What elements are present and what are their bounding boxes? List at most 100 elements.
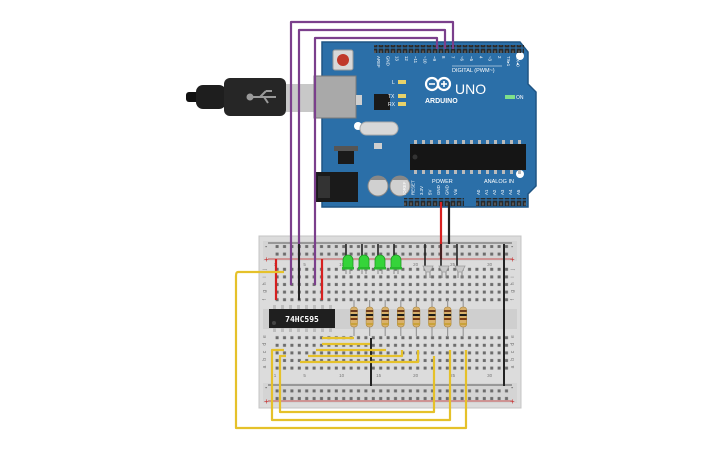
led-green-lit[interactable] bbox=[358, 254, 370, 274]
analog-pin-header[interactable] bbox=[476, 198, 526, 206]
column-number: 10 bbox=[339, 373, 345, 378]
wire-purple-latch[interactable] bbox=[297, 28, 447, 285]
column-number: 20 bbox=[413, 373, 419, 378]
digital-pin-header[interactable] bbox=[374, 45, 524, 53]
row-letter: d bbox=[510, 343, 516, 346]
rail-plus-label: + bbox=[264, 397, 269, 406]
led-green-lit[interactable] bbox=[342, 254, 354, 274]
column-number: 30 bbox=[487, 373, 493, 378]
usb-icon bbox=[246, 90, 276, 104]
led-tx-label: TX bbox=[388, 94, 395, 100]
power-analog-pin-label: A1 bbox=[484, 189, 489, 195]
row-letter: c bbox=[510, 350, 516, 353]
resistor[interactable] bbox=[365, 300, 374, 336]
digital-pin-label: RX◂0 bbox=[516, 56, 521, 67]
led-rx-label: RX bbox=[388, 102, 396, 108]
rail-plus-label: + bbox=[510, 397, 515, 406]
led-off[interactable] bbox=[422, 265, 434, 278]
resistor[interactable] bbox=[459, 300, 468, 336]
resistor[interactable] bbox=[396, 300, 405, 336]
digital-pin-label: ~3 bbox=[488, 56, 493, 62]
led-green-lit[interactable] bbox=[374, 254, 386, 274]
row-letter: f bbox=[510, 298, 516, 300]
row-letter: i bbox=[262, 276, 268, 277]
digital-pin-label: ~10 bbox=[423, 56, 428, 64]
power-led bbox=[505, 95, 515, 99]
power-analog-pin-label: A3 bbox=[500, 189, 505, 195]
row-letter: i bbox=[510, 276, 516, 277]
column-number: 5 bbox=[303, 373, 306, 378]
row-letter: j bbox=[510, 269, 516, 271]
row-letter: c bbox=[262, 350, 268, 353]
power-analog-pin-label: A4 bbox=[508, 189, 513, 195]
digital-pin-label: 2 bbox=[497, 56, 502, 59]
terminal-strip-top[interactable] bbox=[272, 266, 510, 304]
led-off[interactable] bbox=[454, 265, 466, 278]
brand-label: ARDUINO bbox=[425, 98, 458, 105]
wire-yellow-qe[interactable] bbox=[308, 350, 404, 358]
digital-pin-label: TX▸1 bbox=[506, 56, 511, 67]
column-number: 10 bbox=[339, 262, 345, 267]
power-analog-pin-label: GND bbox=[445, 185, 450, 195]
resistor[interactable] bbox=[443, 300, 452, 336]
column-number: 15 bbox=[376, 373, 382, 378]
wire-purple-data[interactable] bbox=[289, 20, 455, 285]
digital-pin-label: AREF bbox=[376, 56, 381, 68]
row-letter: e bbox=[510, 335, 516, 338]
row-letter: b bbox=[510, 358, 516, 361]
power-analog-pin-label: 5V bbox=[428, 190, 433, 195]
column-number: 25 bbox=[450, 373, 456, 378]
column-number: 5 bbox=[303, 262, 306, 267]
power-rail-bottom[interactable] bbox=[272, 387, 510, 401]
atmega-microcontroller bbox=[410, 140, 526, 174]
power-analog-pin-label: A0 bbox=[476, 189, 481, 195]
power-header-label: POWER bbox=[432, 179, 453, 185]
row-letter: g bbox=[262, 290, 268, 293]
mounting-hole bbox=[516, 52, 524, 60]
led-off[interactable] bbox=[438, 265, 450, 278]
arduino-logo bbox=[424, 76, 452, 92]
row-letter: h bbox=[262, 282, 268, 285]
digital-header-label: DIGITAL (PWM~) bbox=[452, 68, 495, 74]
row-letter: e bbox=[262, 335, 268, 338]
wire-yellow-qd[interactable] bbox=[300, 350, 420, 364]
shift-register-chip[interactable]: 74HC595 bbox=[269, 305, 335, 332]
digital-pin-label: 13 bbox=[395, 56, 400, 61]
analog-header-label: ANALOG IN bbox=[484, 179, 514, 185]
power-pin-header[interactable] bbox=[404, 198, 464, 206]
row-letter: a bbox=[262, 365, 268, 368]
power-analog-pin-label: IOREF bbox=[402, 181, 407, 195]
column-number: 30 bbox=[487, 262, 493, 267]
reset-button[interactable] bbox=[332, 49, 354, 71]
wire-yellow-qc[interactable] bbox=[278, 354, 436, 414]
power-analog-pin-label: GND bbox=[436, 185, 441, 195]
resistor[interactable] bbox=[412, 300, 421, 336]
rail-minus-label: - bbox=[511, 385, 514, 392]
led-green-lit[interactable] bbox=[390, 254, 402, 274]
resistor[interactable] bbox=[381, 300, 390, 336]
power-analog-pin-label: A5 bbox=[516, 189, 521, 195]
voltage-regulator bbox=[338, 150, 354, 164]
row-letter: j bbox=[262, 269, 268, 271]
row-letter: f bbox=[262, 298, 268, 300]
led-ground-legs bbox=[345, 244, 458, 268]
power-rail-top[interactable] bbox=[272, 245, 510, 259]
rail-plus-label: + bbox=[264, 255, 269, 264]
wires bbox=[234, 20, 505, 430]
row-letter: h bbox=[510, 282, 516, 285]
terminal-strip-bottom[interactable] bbox=[272, 334, 510, 372]
resistor[interactable] bbox=[350, 300, 358, 336]
resistor[interactable] bbox=[428, 300, 436, 336]
usb-b-jack bbox=[313, 75, 357, 119]
wire-purple-clock[interactable] bbox=[313, 36, 439, 285]
power-analog-pin-label: RESET bbox=[411, 180, 416, 195]
digital-pin-label: ~9 bbox=[432, 56, 437, 62]
digital-pin-label: ~5 bbox=[469, 56, 474, 62]
wire-yellow-qa[interactable] bbox=[234, 270, 468, 430]
wire-yellow-qb[interactable] bbox=[270, 348, 452, 422]
digital-pin-label: GND bbox=[385, 56, 390, 66]
capacitor bbox=[389, 175, 411, 197]
